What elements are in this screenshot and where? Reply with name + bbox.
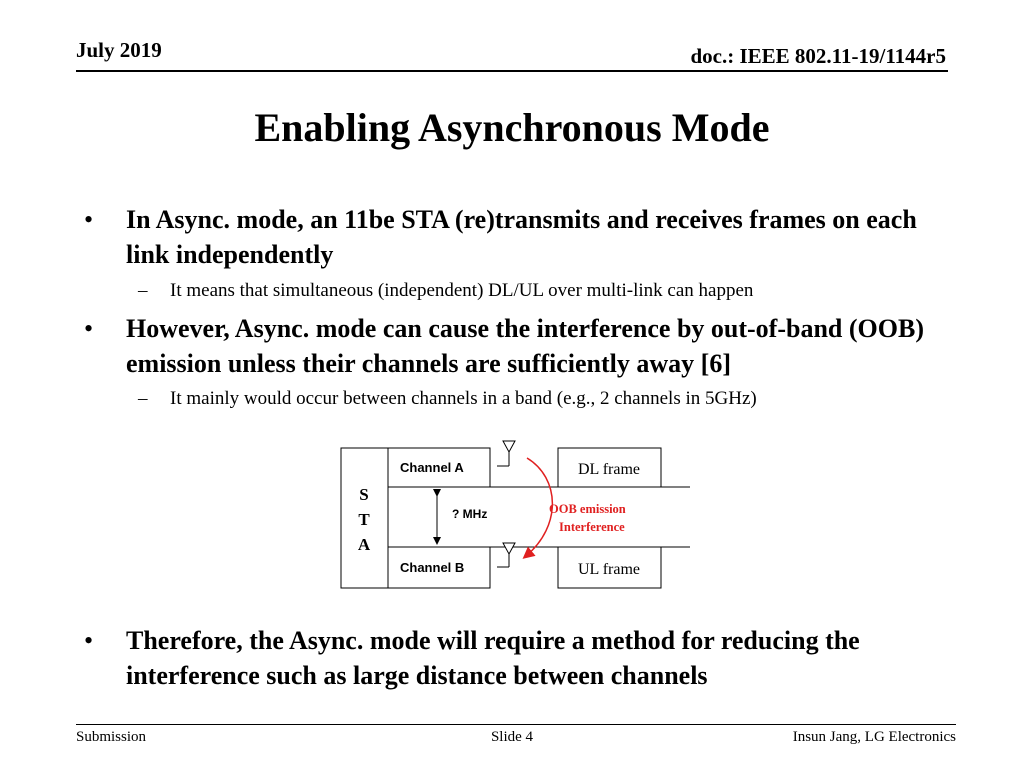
gap-label: ? MHz [452,507,487,521]
bullet-2: • However, Async. mode can cause the int… [84,311,964,381]
bullet-2-text: However, Async. mode can cause the inter… [126,314,924,378]
sta-box [340,447,389,589]
sub-bullet-2: – It mainly would occur between channels… [138,387,958,411]
channel-a-label: Channel A [400,460,464,475]
footer-author: Insun Jang, LG Electronics [792,729,956,745]
sta-letter-a: A [358,535,371,554]
footer-divider [76,724,956,725]
bullet-3: • Therefore, the Async. mode will requir… [84,623,964,693]
async-mode-diagram: S T A Channel A Channel B ? MHz DL frame [340,436,696,597]
ul-frame-box [557,546,662,589]
sub-bullet-1-text: It means that simultaneous (independent)… [170,280,754,301]
antenna-b-icon [497,542,516,568]
ul-frame-label: UL frame [578,561,640,578]
header-doc-id: doc.: IEEE 802.11-19/1144r5 [690,44,946,68]
sta-letter-s: S [359,485,368,504]
dl-frame-box [557,447,662,488]
channel-a-box [387,447,491,488]
bullet-marker: • [84,205,94,234]
bullet-1-text: In Async. mode, an 11be STA (re)transmit… [126,205,917,269]
header-divider [76,70,948,72]
footer-slide-number: Slide 4 [490,729,534,745]
oob-label-line2: Interference [559,520,625,534]
bullet-1: • In Async. mode, an 11be STA (re)transm… [84,202,964,272]
header-date: July 2019 [76,38,162,62]
oob-interference-arrow [522,457,554,559]
dl-frame-label: DL frame [578,461,640,478]
slide-title: Enabling Asynchronous Mode [254,105,770,150]
footer-submission: Submission [76,729,147,745]
oob-label-line1: OOB emission [549,502,626,516]
bullet-marker: • [84,314,94,343]
sub-bullet-marker: – [138,388,148,409]
channel-b-box [387,546,491,589]
sub-bullet-1: – It means that simultaneous (independen… [138,279,958,303]
sub-bullet-2-text: It mainly would occur between channels i… [170,388,757,409]
sub-bullet-marker: – [138,280,148,301]
antenna-a-icon [497,440,516,467]
bullet-marker: • [84,626,94,655]
sta-letter-t: T [358,510,370,529]
bullet-3-text: Therefore, the Async. mode will require … [126,626,860,690]
channel-b-label: Channel B [400,560,464,575]
